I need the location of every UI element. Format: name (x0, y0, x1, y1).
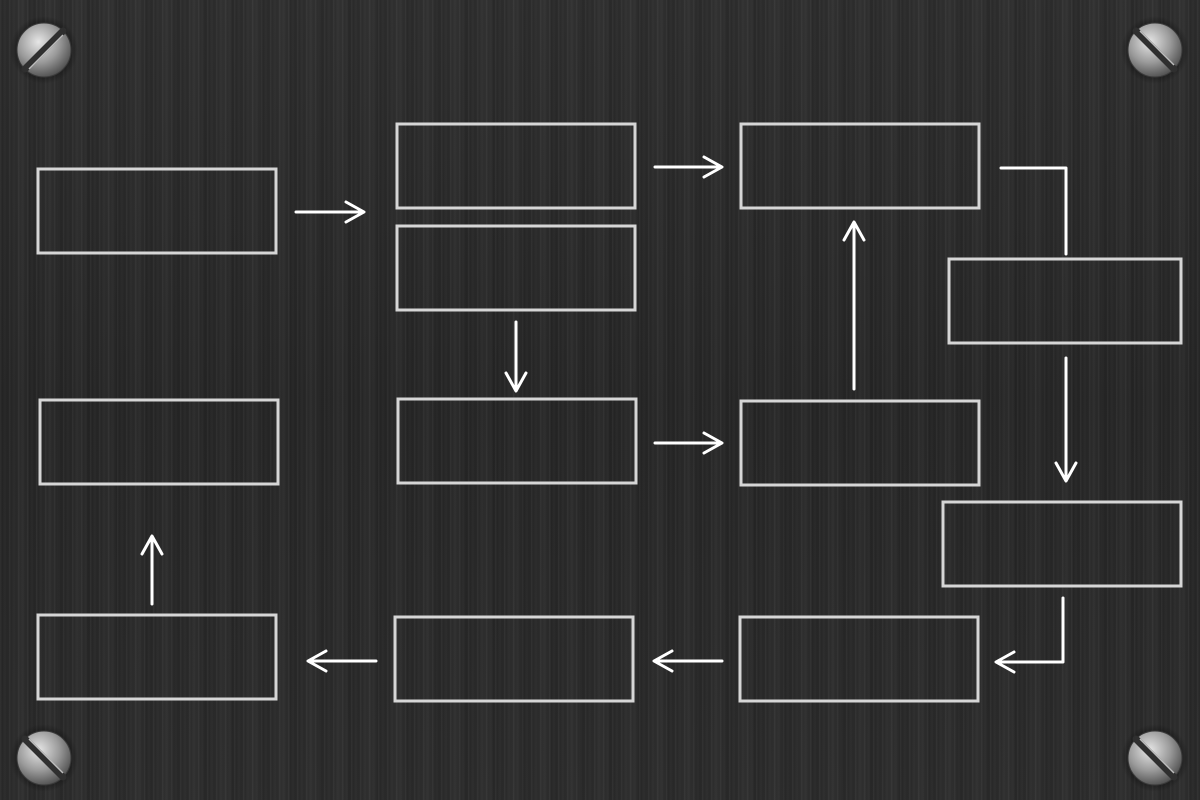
flow-box-8 (941, 500, 1183, 588)
flow-box-2 (395, 122, 637, 210)
flow-box-7 (947, 257, 1183, 345)
arrow-left-icon (652, 649, 724, 673)
arrow-down-icon (504, 320, 528, 393)
flow-box-3 (395, 224, 637, 312)
flow-box-4 (739, 122, 981, 210)
flow-box-6 (739, 399, 981, 487)
screw-top-left-icon (10, 16, 78, 84)
arrow-left-icon (306, 649, 378, 673)
screw-bottom-left-icon (10, 724, 78, 792)
flow-box-5 (396, 397, 638, 485)
flow-box-11 (36, 613, 278, 701)
arrow-right-icon (294, 200, 366, 224)
elbow-arrow-left-icon (994, 596, 1065, 674)
arrow-down-icon (1054, 356, 1078, 483)
flow-box-1 (36, 167, 278, 255)
elbow-connector-icon (999, 166, 1068, 256)
arrow-right-icon (653, 431, 724, 455)
arrow-right-icon (653, 155, 724, 179)
flow-box-10 (393, 615, 635, 703)
screw-top-right-icon (1121, 16, 1189, 84)
arrow-up-icon (842, 220, 866, 391)
arrow-up-icon (140, 534, 164, 606)
flow-box-12 (38, 398, 280, 486)
flow-box-9 (738, 615, 980, 703)
screw-bottom-right-icon (1121, 724, 1189, 792)
